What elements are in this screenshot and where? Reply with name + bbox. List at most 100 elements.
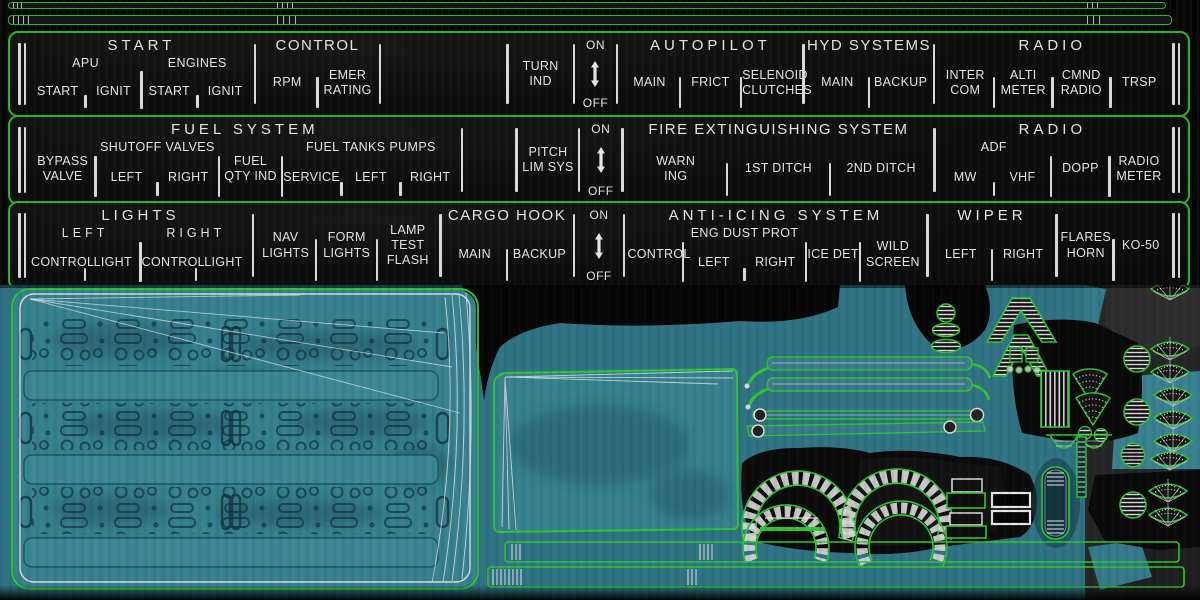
panel-label: IGNIT — [207, 83, 243, 98]
panel-label: CONTROL — [627, 246, 691, 261]
uv-texture-atlas — [0, 285, 1200, 600]
panel-label: EMER — [328, 67, 367, 82]
separator-bar — [1049, 156, 1053, 197]
separator-bar — [251, 213, 255, 278]
separator-bar — [739, 77, 743, 108]
separator-bar — [439, 213, 442, 278]
group-label: FUEL TANKS PUMPS — [305, 140, 436, 154]
group-label: APU — [72, 56, 100, 70]
separator-bar — [867, 77, 871, 108]
top-strip-2 — [8, 15, 1172, 25]
end-bar — [18, 42, 21, 106]
section-header: RADIO — [1018, 37, 1086, 54]
panel-end-bars — [18, 42, 26, 106]
panel-label: LIGHTS — [323, 245, 371, 260]
section-blank — [381, 36, 506, 112]
panel-label: LEFT — [355, 169, 387, 184]
top-blend — [0, 285, 1200, 288]
panel-label: 1ST DITCH — [744, 161, 812, 176]
strip-tick — [277, 16, 279, 24]
panel-label: MW — [953, 169, 977, 184]
group-label: SHUTOFF VALVES — [100, 140, 215, 154]
separator-bar — [194, 267, 198, 281]
panel-label: METER — [1000, 83, 1046, 97]
separator-bar — [622, 213, 626, 278]
panel-label: RATING — [323, 83, 372, 97]
group-label: LEFT — [61, 226, 109, 240]
separator-bar — [460, 128, 464, 192]
panel-label: LEFT — [697, 255, 730, 270]
panel-label: BACKUP — [874, 75, 928, 90]
panel-label: PITCH — [528, 144, 568, 159]
panel-label: START — [148, 83, 190, 98]
end-bar — [1172, 42, 1175, 106]
strip-tick — [23, 16, 25, 24]
strip-tick — [1097, 3, 1099, 8]
end-bar — [18, 213, 21, 278]
section-header: START — [107, 37, 176, 54]
separator-bar — [992, 182, 996, 196]
panel-label: ING — [664, 169, 688, 183]
panel-label: RIGHT — [168, 169, 209, 184]
panel-label-cell: RIGHT — [746, 242, 805, 284]
panel-label-cell: RPM — [258, 55, 316, 111]
panel-label-cell: DOPP — [1052, 139, 1108, 199]
label-group: DOPP — [1052, 139, 1108, 199]
separator-bar — [725, 163, 729, 196]
section-header: RADIO — [1018, 121, 1087, 138]
panel-label-cell: LEFT — [931, 225, 991, 284]
on-off-arrow-icon — [590, 61, 600, 87]
panel-label: 2ND DITCH — [846, 161, 916, 176]
strip-tick — [13, 3, 15, 8]
panel-label: TURN — [522, 58, 559, 73]
separator-bar — [678, 77, 682, 108]
separator-bar — [375, 238, 379, 281]
panel-label: MAIN — [821, 75, 854, 90]
separator-bar — [577, 128, 581, 192]
separator-bar — [84, 95, 87, 108]
separator-bar — [932, 43, 936, 105]
panel-end-bars — [1172, 42, 1181, 106]
